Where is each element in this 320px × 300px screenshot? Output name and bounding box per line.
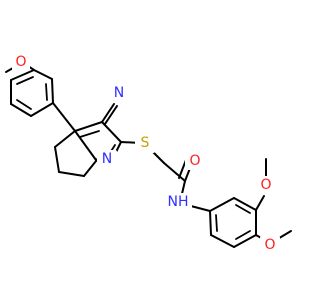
bond-upper-ring-inner-1 [45, 83, 48, 101]
bond-lower-ring-inner-1 [235, 204, 251, 214]
bond-upper-ring-6 [10, 69, 35, 81]
carbonyl-oxygen-label: O [189, 153, 200, 169]
label-bg-n-cyano [109, 84, 129, 102]
molecule-structure: O N N S O NH O O [5, 53, 292, 254]
bond-ch2-to-carbonyl [163, 162, 186, 182]
amide-nh-label: NH [168, 194, 189, 210]
sulfur-label: S [141, 135, 150, 151]
label-bg-o-right-upper [256, 176, 276, 194]
bond-pyridine-inner-1 [79, 130, 100, 138]
bond-pyridine-2 [101, 121, 122, 143]
label-bg-o-right-lower [260, 236, 280, 254]
bond-lower-ring-inner-3 [215, 214, 218, 232]
bond-lower-ring-inner-2 [235, 230, 251, 240]
molecule-canvas: O N N S O NH O O [5, 53, 292, 254]
o-methoxy-top-label: O [15, 54, 26, 70]
bond-cyclopentane-4 [83, 160, 97, 177]
bond-cyclopentane-3 [58, 171, 85, 177]
atom-labels: O N N S O NH O O [12, 53, 280, 254]
bond-carbonyl-o-2 [178, 159, 187, 179]
bond-pyridine-4 [74, 130, 97, 161]
bond-cyano-1 [101, 103, 115, 123]
methoxy-oxygen-lower-right-label: O [264, 237, 275, 253]
bond-cyclopentane-1 [54, 130, 76, 148]
methoxy-oxygen-upper-right-label: O [260, 177, 271, 193]
bond-cyclopentane-2 [54, 146, 60, 173]
bond-lower-ring-4 [233, 234, 257, 248]
label-bg-o-top [12, 53, 30, 71]
bond-upper-ring-3 [30, 102, 54, 117]
bond-lines [5, 61, 292, 248]
bond-upper-ring-1 [33, 69, 53, 80]
bond-aryl-to-pyridine [52, 102, 76, 132]
cyano-nitrogen-label: N [114, 85, 124, 101]
bond-upper-ring-inner-3 [16, 76, 34, 85]
bond-lower-ring-1 [209, 197, 235, 212]
label-bg-s [135, 133, 155, 153]
bond-lower-ring-2 [233, 197, 257, 211]
label-bg-nh [164, 193, 192, 211]
pyridine-nitrogen-label: N [102, 151, 112, 167]
bond-upper-ring-inner-2 [16, 99, 32, 110]
bond-pyridine-1 [74, 121, 103, 132]
bond-upper-methoxy-o [255, 195, 265, 211]
bond-cyano-2 [104, 105, 118, 125]
bond-upper-ring-4 [10, 103, 32, 117]
bond-lower-ring-6 [209, 210, 212, 236]
bond-lower-ring-5 [210, 234, 235, 248]
label-bg-o-carbonyl [185, 152, 205, 170]
label-bg-n-pyridine [97, 150, 117, 168]
bond-upper-ring-2 [51, 78, 54, 104]
